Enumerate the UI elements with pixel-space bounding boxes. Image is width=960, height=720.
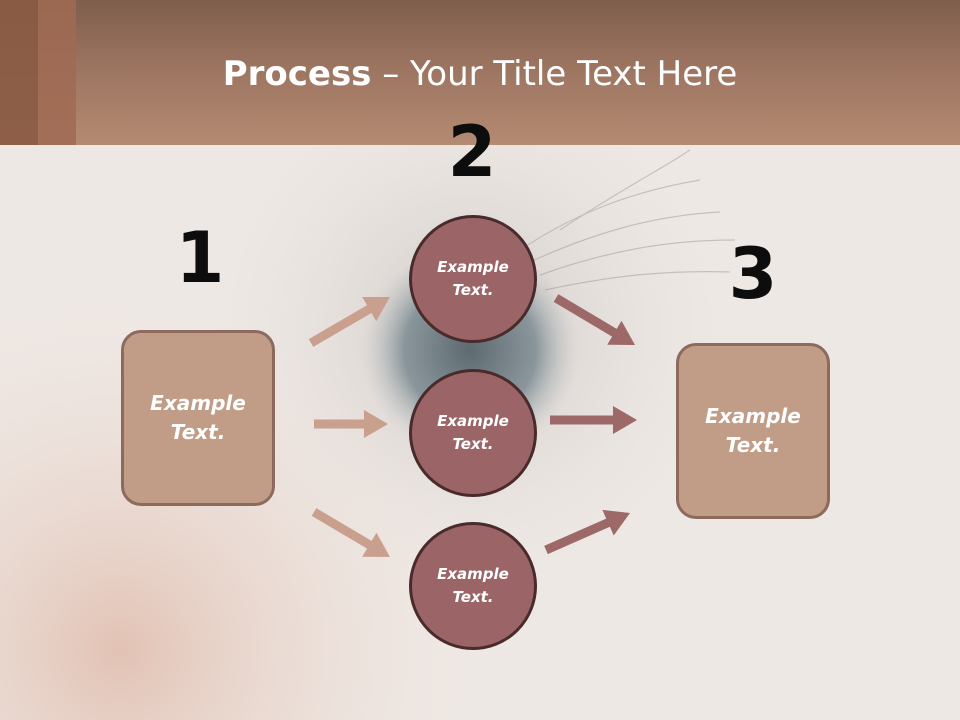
step-1-text: Example Text. — [150, 391, 246, 444]
arrow-to-middle-circle — [314, 410, 388, 438]
step-number-1: 1 — [175, 217, 225, 299]
circle-text: Example Text. — [437, 412, 509, 453]
arrow-from-top-circle — [553, 294, 635, 345]
step-1-box: Example Text. — [121, 330, 275, 506]
title-bar: Process – Your Title Text Here — [0, 0, 960, 145]
step-number-2: 2 — [447, 111, 497, 193]
arrow-to-top-circle — [308, 297, 390, 347]
step-2-circle-middle: Example Text. — [409, 369, 537, 497]
circle-text: Example Text. — [437, 258, 509, 299]
title-rest: – Your Title Text Here — [371, 54, 738, 94]
step-number-3: 3 — [728, 233, 778, 315]
step-3-text: Example Text. — [705, 404, 801, 457]
step-2-circle-top: Example Text. — [409, 215, 537, 343]
arrow-from-middle-circle — [550, 406, 637, 434]
decorative-strip — [0, 0, 38, 145]
arrow-from-bottom-circle — [544, 509, 630, 555]
title-bold: Process — [222, 54, 372, 94]
circle-text: Example Text. — [437, 565, 509, 606]
step-3-box: Example Text. — [676, 343, 830, 519]
step-2-circle-bottom: Example Text. — [409, 522, 537, 650]
slide-title: Process – Your Title Text Here — [0, 52, 960, 96]
arrow-to-bottom-circle — [311, 508, 390, 557]
decorative-strip — [38, 0, 76, 145]
